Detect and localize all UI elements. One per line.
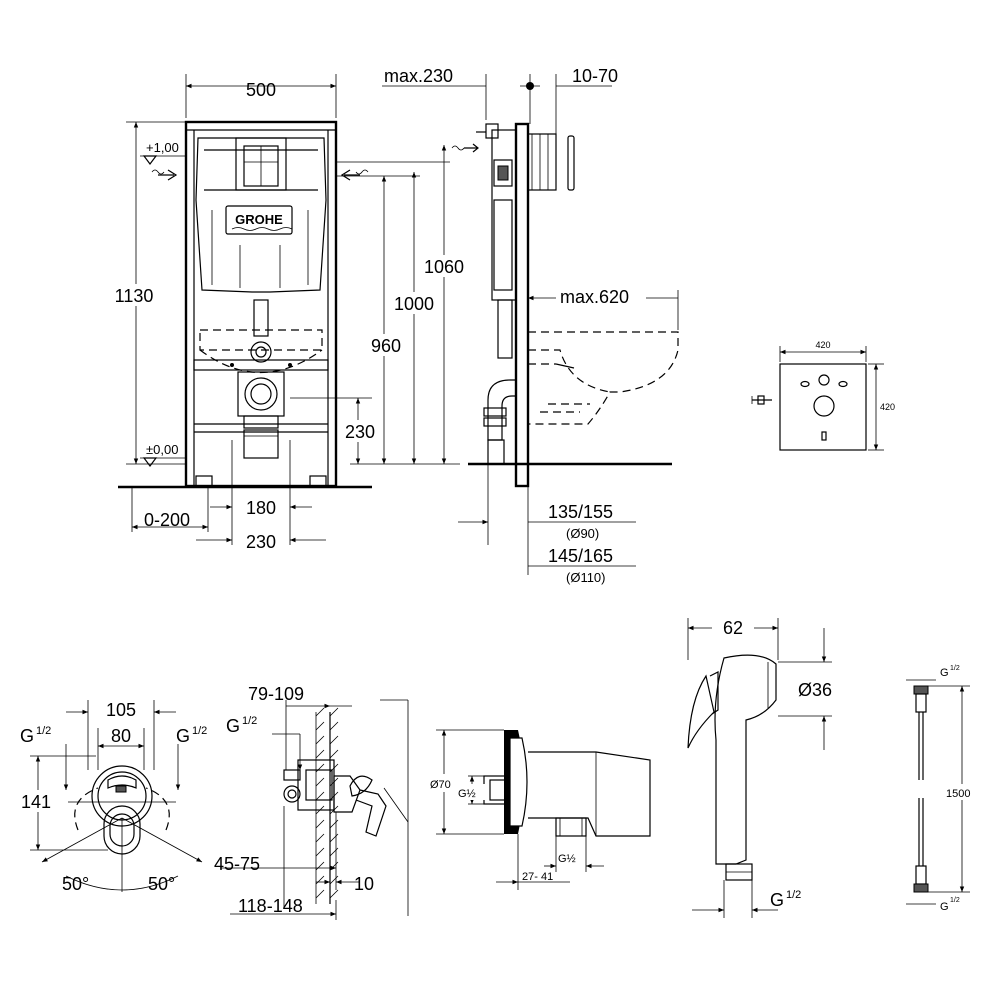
- mixer-g-right-label: G: [176, 726, 190, 746]
- dim-d90-label: (Ø90): [566, 526, 599, 541]
- dim-230-height-label: 230: [345, 422, 375, 442]
- dim-hose: 1500 G 1/2 G 1/2: [906, 665, 980, 913]
- dim-max620-label: max.620: [560, 287, 629, 307]
- handshower-g-label: G: [770, 890, 784, 910]
- dim-d36-label: Ø36: [798, 680, 832, 700]
- brand-logo: GROHE: [235, 212, 283, 227]
- level-top-label: +1,00: [146, 140, 179, 155]
- mixer-g-left-label: G: [20, 726, 34, 746]
- frame-front-view: GROHE: [118, 120, 372, 489]
- hose-length-label: 1500: [946, 788, 970, 800]
- dim-1000-label: 1000: [394, 294, 434, 314]
- dim-vertical-heights: 1060 1000 960 230: [290, 145, 470, 465]
- mixer-front-view: [41, 765, 203, 892]
- dim-27-41-label: 27- 41: [522, 871, 553, 883]
- insulation-pad: 420 420: [751, 340, 895, 451]
- level-markers: +1,00 ±0,00: [140, 140, 186, 467]
- mixer-side-g-label: G: [226, 716, 240, 736]
- dim-handshower: 62 Ø36 G 1/2: [687, 614, 832, 918]
- pad-height-label: 420: [880, 402, 895, 412]
- dim-10-70-label: 10-70: [572, 66, 618, 86]
- dim-bottom-widths: 0-200 180 230: [131, 440, 326, 552]
- dim-960-label: 960: [371, 336, 401, 356]
- dim-45-75-label: 45-75: [214, 854, 260, 874]
- level-zero-label: ±0,00: [146, 442, 178, 457]
- dim-elbow: Ø70 G½ G½ 27- 41: [428, 729, 604, 890]
- dim-80-label: 80: [111, 726, 131, 746]
- dim-mixer: 105 80 G 1/2 G 1/2 141 50° 50°: [14, 700, 207, 894]
- dim-500-label: 500: [246, 80, 276, 100]
- mixer-side-view: [283, 699, 409, 916]
- dim-frame-width: 500: [185, 74, 337, 118]
- hose-g-bottom-label: G: [940, 901, 949, 913]
- wall-elbow: [483, 730, 651, 837]
- dim-max230-label: max.230: [384, 66, 453, 86]
- dim-105-label: 105: [106, 700, 136, 720]
- elbow-g-half-left-label: G½: [458, 788, 476, 800]
- dim-side: max.230 10-70 max.620 135/155 (Ø90) 145/…: [382, 66, 679, 585]
- dim-d70-label: Ø70: [430, 779, 451, 791]
- dim-0-200-label: 0-200: [144, 510, 190, 530]
- dim-10-label: 10: [354, 874, 374, 894]
- hose-half-bottom-label: 1/2: [950, 897, 960, 904]
- dim-135-155-label: 135/155: [548, 502, 613, 522]
- dim-1060-label: 1060: [424, 257, 464, 277]
- handshower-half-label: 1/2: [786, 889, 801, 901]
- dim-62-label: 62: [723, 618, 743, 638]
- mixer-side-half-label: 1/2: [242, 715, 257, 727]
- elbow-g-half-bottom-label: G½: [558, 853, 576, 865]
- angle-left-label: 50°: [62, 874, 89, 894]
- hose-half-top-label: 1/2: [950, 665, 960, 672]
- dim-d110-label: (Ø110): [566, 570, 606, 585]
- dim-1130-label: 1130: [115, 286, 154, 306]
- angle-right-label: 50°: [148, 874, 175, 894]
- dim-141-label: 141: [21, 792, 51, 812]
- dim-145-165-label: 145/165: [548, 546, 613, 566]
- hose-g-top-label: G: [940, 667, 949, 679]
- mixer-half-right-label: 1/2: [192, 725, 207, 737]
- hand-shower: [687, 654, 777, 881]
- dim-230-bottom-label: 230: [246, 532, 276, 552]
- frame-side-view: [451, 122, 679, 488]
- dim-frame-height: 1130: [106, 121, 186, 465]
- dim-118-148-label: 118-148: [238, 896, 303, 916]
- dim-mixer-side: 79-109 G 1/2 45-75 10 118-148: [214, 684, 374, 920]
- pad-width-label: 420: [815, 340, 830, 350]
- dim-180-label: 180: [246, 498, 276, 518]
- dim-79-109-label: 79-109: [248, 684, 304, 704]
- mixer-half-left-label: 1/2: [36, 725, 51, 737]
- hose: [913, 685, 929, 893]
